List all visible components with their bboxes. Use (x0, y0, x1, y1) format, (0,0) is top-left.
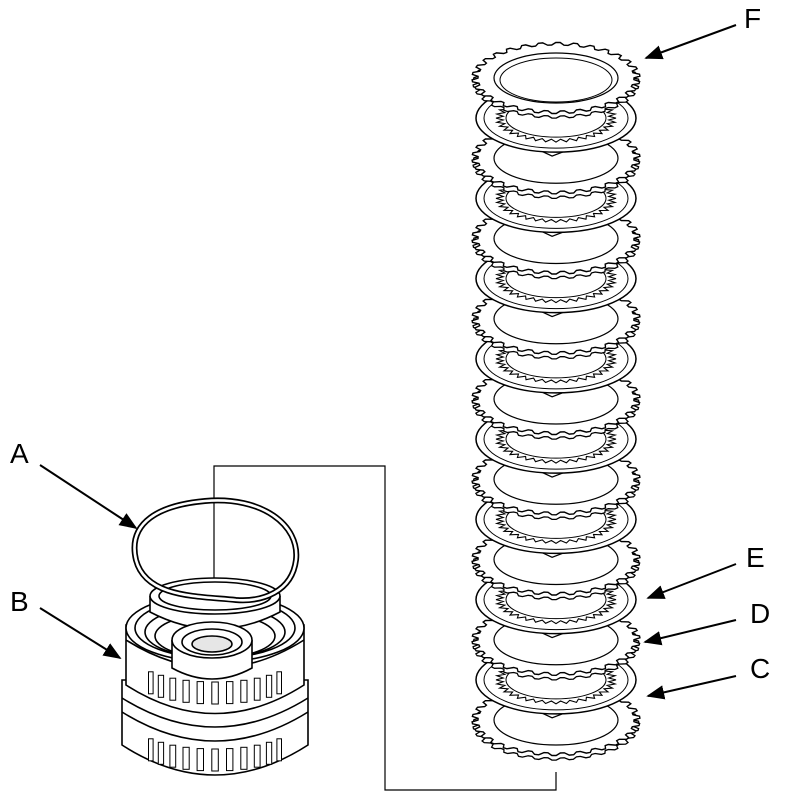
drum-slot-upper (157, 674, 165, 698)
leader-line-D (643, 619, 737, 646)
drum-slot-upper (148, 671, 154, 695)
drum-slot-upper (211, 681, 219, 705)
leader-line-A (39, 464, 138, 529)
drum-slot-lower (226, 748, 234, 772)
drum-slot-upper (196, 681, 205, 705)
drum-slot-lower (148, 738, 154, 762)
assembly-connector-line (213, 465, 557, 791)
drum-slot-lower (240, 746, 248, 770)
callout-label-d: D (750, 598, 771, 629)
callout-label-c: C (750, 653, 771, 684)
callout-label-b: B (10, 586, 29, 617)
leader-line-C (646, 675, 737, 700)
drum-slot-upper (182, 679, 190, 703)
end-plate (471, 41, 641, 119)
drum-slot-lower (253, 744, 261, 768)
callout-label-e: E (746, 542, 765, 573)
leader-line-B (39, 607, 122, 659)
drum-slot-upper (265, 674, 273, 698)
drum-slot-lower (276, 738, 282, 762)
drum-slot-upper (276, 671, 282, 695)
drum-slot-upper (253, 677, 261, 701)
leader-line-F (644, 24, 737, 60)
callout-label-a: A (10, 438, 29, 469)
drum-slot-lower (265, 741, 273, 765)
drum-slot-lower (211, 748, 219, 772)
drum-slot-lower (196, 748, 205, 772)
clutch-plate-stack (471, 41, 641, 761)
seal-ring (131, 497, 300, 604)
drum-slot-upper (169, 677, 177, 701)
leader-line-E (646, 563, 737, 599)
drum-slot-lower (182, 746, 190, 770)
drum-slots (148, 671, 282, 772)
drum-slot-lower (169, 744, 177, 768)
callout-label-f: F (744, 3, 762, 34)
drum-slot-lower (157, 741, 165, 765)
drum-slot-upper (240, 679, 248, 703)
clutch-drum (121, 577, 309, 776)
drum-slot-upper (226, 681, 234, 705)
